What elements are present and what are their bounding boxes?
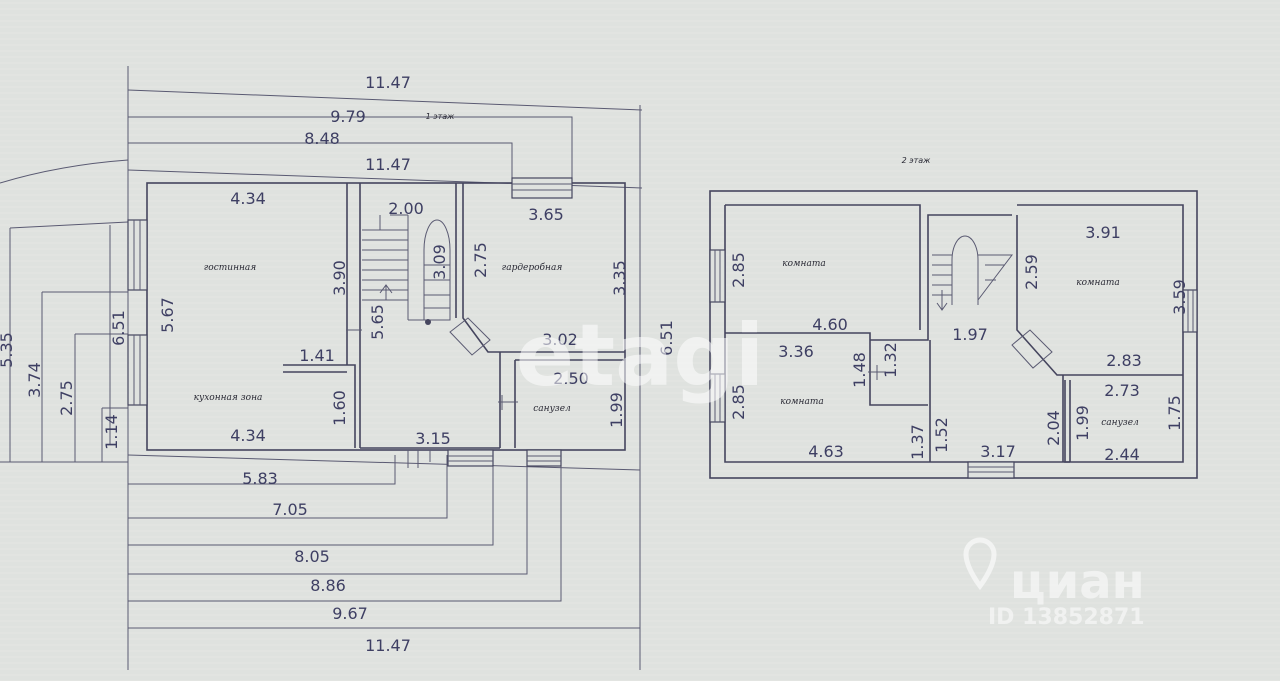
dim-f1-bot-5: 9.67: [332, 604, 368, 623]
dim-room-c-right: 3.59: [1170, 279, 1189, 315]
dim-bath-1-top: 2.50: [553, 369, 589, 388]
dim-kitchen-notch-h: 1.60: [330, 390, 349, 426]
door-marks-bottom: [407, 450, 431, 468]
dim-living-top: 4.34: [230, 189, 266, 208]
floor-2-interior-walls: [725, 214, 1183, 463]
dim-living-left: 5.67: [158, 297, 177, 333]
dim-f1-bot-1: 5.83: [242, 469, 278, 488]
floor-2-window-left-upper: [709, 249, 726, 303]
dim-bath-2-top: 2.73: [1104, 381, 1140, 400]
dim-hall-left-2: 1.52: [932, 417, 951, 453]
dim-hall-left-1: 1.32: [881, 342, 900, 378]
dim-room-c-bottom: 2.83: [1106, 351, 1142, 370]
dim-f1-bot-2: 7.05: [272, 500, 308, 519]
dim-bath-2-right: 1.75: [1165, 395, 1184, 431]
dim-f1-left-3: 2.75: [57, 380, 76, 416]
window-bottom-2: [526, 449, 562, 467]
entrance-steps-top: [511, 177, 573, 199]
window-left-lower: [127, 334, 148, 406]
dim-f1-bot-4: 8.86: [310, 576, 346, 595]
dim-room-b-right-2: 1.37: [908, 424, 927, 460]
dim-room-b-right-1: 1.48: [850, 352, 869, 388]
floor-2-plan: 2 этаж комната комната комната санузел 2…: [709, 156, 1198, 479]
floor-1-dimension-lines: [0, 66, 643, 670]
window-bottom-1: [447, 449, 494, 467]
dim-hall-top: 1.97: [952, 325, 988, 344]
dim-f1-left-1: 5.35: [0, 332, 16, 368]
room-label-room-a: комната: [782, 259, 825, 269]
dim-f1-left-2: 3.74: [25, 362, 44, 398]
dim-f1-bot-3: 8.05: [294, 547, 330, 566]
room-label-bath-1: санузел: [533, 404, 571, 414]
dim-f1-right: 6.51: [657, 320, 676, 356]
dim-room-c-left: 2.59: [1022, 254, 1041, 290]
etagi-watermark: etagi: [516, 306, 765, 406]
floor-2-dimension-labels: 2.85 4.60 3.36 2.85 1.48 4.63 1.37 1.97 …: [729, 223, 1189, 464]
dim-f1-top-3: 8.48: [304, 129, 340, 148]
dim-room-a-bottom: 4.60: [812, 315, 848, 334]
floor-2-window-bottom: [967, 461, 1015, 479]
dim-f1-left-4: 1.14: [102, 414, 121, 450]
cian-brand-text: циан: [1010, 554, 1145, 610]
room-label-room-c: комната: [1076, 278, 1119, 288]
dim-f1-bot-6: 11.47: [365, 636, 411, 655]
dim-bath-2-left: 1.99: [1073, 405, 1092, 441]
dim-stair-top: 2.00: [388, 199, 424, 218]
floor-2-outer-frame: [709, 190, 1198, 479]
floor-1-outer-walls: [146, 182, 626, 451]
room-label-living: гостинная: [204, 263, 257, 273]
dim-stair-h1: 3.09: [430, 244, 449, 280]
dim-living-right: 3.90: [330, 260, 349, 296]
floor-2-window-right: [1182, 289, 1198, 333]
dim-room-a-left: 2.85: [729, 252, 748, 288]
dim-room-b-bottom: 4.63: [808, 442, 844, 461]
dim-room-b-top: 3.36: [778, 342, 814, 361]
floor-2-window-left-lower: [709, 373, 726, 423]
floor-1-interior-walls: [283, 183, 625, 449]
dim-wardrobe-top: 3.65: [528, 205, 564, 224]
dim-room-b-left: 2.85: [729, 384, 748, 420]
window-left-upper: [127, 219, 148, 291]
room-a-walls: [725, 204, 921, 330]
room-label-wardrobe: гардеробная: [502, 262, 563, 273]
floor-2-staircase: [932, 235, 1014, 311]
floor-1-plan: гостинная кухонная зона гардеробная сану…: [0, 66, 676, 670]
dim-hall-bottom: 3.17: [980, 442, 1016, 461]
floor-1-label: 1 этаж: [426, 112, 456, 121]
room-label-bath-2: санузел: [1101, 418, 1139, 428]
dim-room-c-top: 3.91: [1085, 223, 1121, 242]
cian-id-text: ID 13852871: [988, 605, 1145, 630]
floor-1-staircase: [362, 214, 451, 325]
floor-2-label: 2 этаж: [902, 156, 932, 165]
dim-kitchen-bottom: 4.34: [230, 426, 266, 445]
dim-f1-top-2: 9.79: [330, 107, 366, 126]
dim-stair-bottom: 3.15: [415, 429, 451, 448]
dim-wardrobe-bottom: 3.02: [542, 330, 578, 349]
dim-bath-2-bottom: 2.44: [1104, 445, 1140, 464]
dim-hall-right: 2.04: [1044, 410, 1063, 446]
dim-f1-left-5: 6.51: [109, 310, 128, 346]
room-label-room-b: комната: [780, 397, 823, 407]
dim-wardrobe-right: 3.35: [610, 260, 629, 296]
dim-f1-top-4: 11.47: [365, 155, 411, 174]
cian-watermark: циан ID 13852871: [963, 537, 1145, 630]
location-pin-icon: [963, 537, 997, 591]
dim-bath-1-right: 1.99: [607, 392, 626, 428]
room-label-kitchen: кухонная зона: [194, 393, 263, 403]
dim-stair-h2: 5.65: [368, 304, 387, 340]
floor-1-dimension-labels: 11.47 9.79 8.48 11.47 5.83 7.05 8.05 8.8…: [0, 73, 676, 655]
dim-f1-top-1: 11.47: [365, 73, 411, 92]
dim-kitchen-notch-w: 1.41: [299, 346, 335, 365]
dim-wardrobe-left: 2.75: [471, 242, 490, 278]
